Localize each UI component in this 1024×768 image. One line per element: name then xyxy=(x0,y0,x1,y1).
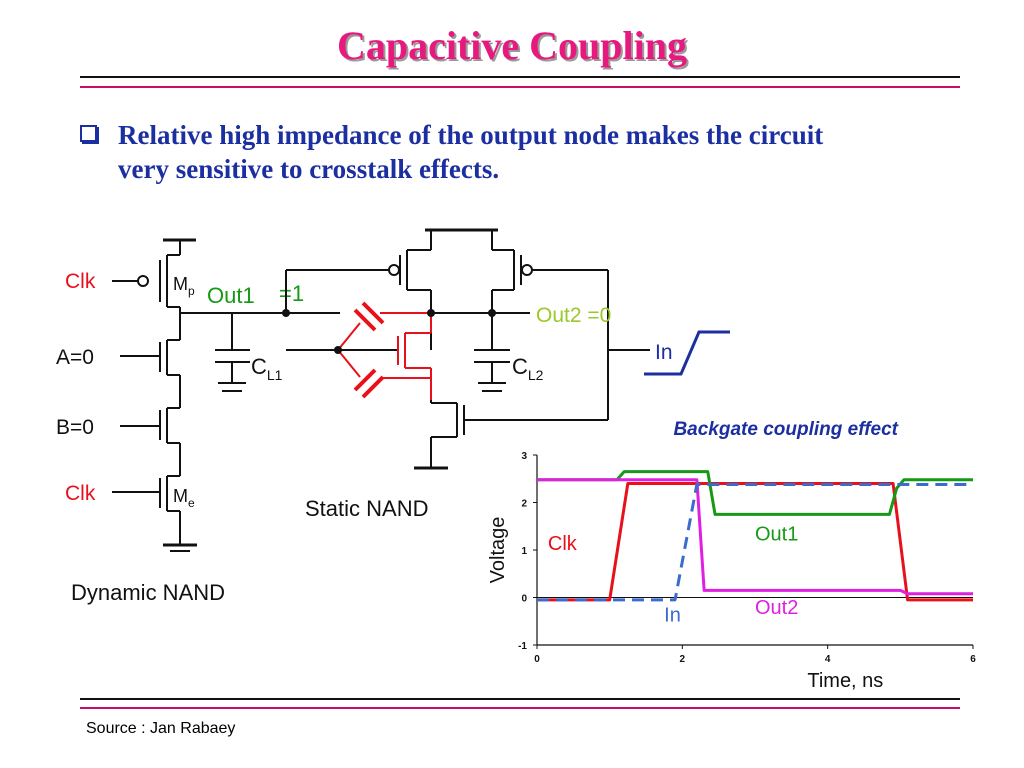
source-credit: Source : Jan Rabaey xyxy=(86,720,236,737)
input-a-label: A=0 xyxy=(56,346,94,369)
out1-label: Out1 xyxy=(207,283,255,308)
clk-top-label: Clk xyxy=(65,270,96,293)
slide-title: Capacitive Coupling xyxy=(336,23,688,68)
input-b-label: B=0 xyxy=(56,416,94,439)
x-tick-label: 0 xyxy=(534,654,540,665)
series-label-out2: Out2 xyxy=(755,597,798,619)
footer-divider xyxy=(80,698,960,700)
series-label-in: In xyxy=(664,604,681,626)
series-label-clk: Clk xyxy=(548,533,578,555)
backgate-coupling-chart: Backgate coupling effect Voltage Time, n… xyxy=(487,419,976,692)
bullet-text: Relative high impedance of the output no… xyxy=(118,120,824,184)
y-tick-label: -1 xyxy=(518,641,527,652)
bullet-icon xyxy=(80,125,97,142)
cl2-label: CL2 xyxy=(512,354,544,383)
chart-title: Backgate coupling effect xyxy=(673,419,898,440)
chart-y-axis-label: Voltage xyxy=(487,517,509,584)
series-line-out1 xyxy=(537,470,973,516)
y-tick-label: 1 xyxy=(521,546,527,557)
mp-label: Mp xyxy=(173,274,195,298)
series-line-out2 xyxy=(537,478,973,596)
chart-series xyxy=(537,470,973,602)
circuit-nodes xyxy=(282,309,496,354)
series-label-out1: Out1 xyxy=(755,524,798,546)
circuit-diagram: Clk Mp A=0 B=0 Clk Me Dynamic NAND Out1 … xyxy=(56,228,730,605)
out1-value-label: =1 xyxy=(279,281,304,306)
clk-bottom-label: Clk xyxy=(65,482,96,505)
static-nand-label: Static NAND xyxy=(305,496,428,521)
chart-x-axis-label: Time, ns xyxy=(807,670,883,692)
title-divider-accent xyxy=(80,86,960,88)
y-tick-label: 3 xyxy=(521,451,527,462)
coupling-transistor xyxy=(337,312,432,400)
coupling-capacitors xyxy=(353,301,385,399)
in-label: In xyxy=(655,341,673,364)
in-step-icon xyxy=(644,330,730,376)
series-line-in xyxy=(537,482,973,602)
dynamic-nand-label: Dynamic NAND xyxy=(71,580,225,605)
series-line-clk xyxy=(537,482,973,602)
out2-label: Out2 =0 xyxy=(536,304,611,327)
dynamic-nand-wires xyxy=(112,238,340,552)
y-tick-label: 2 xyxy=(521,499,527,510)
x-tick-label: 6 xyxy=(970,654,976,665)
me-label: Me xyxy=(173,486,195,510)
x-tick-label: 2 xyxy=(680,654,686,665)
footer-divider-accent xyxy=(80,707,960,709)
title-divider xyxy=(80,76,960,78)
y-tick-label: 0 xyxy=(521,594,527,605)
cl1-label: CL1 xyxy=(251,354,283,383)
chart-axes: 3 2 1 0 -1 0 2 4 6 xyxy=(518,451,976,665)
x-tick-label: 4 xyxy=(825,654,831,665)
